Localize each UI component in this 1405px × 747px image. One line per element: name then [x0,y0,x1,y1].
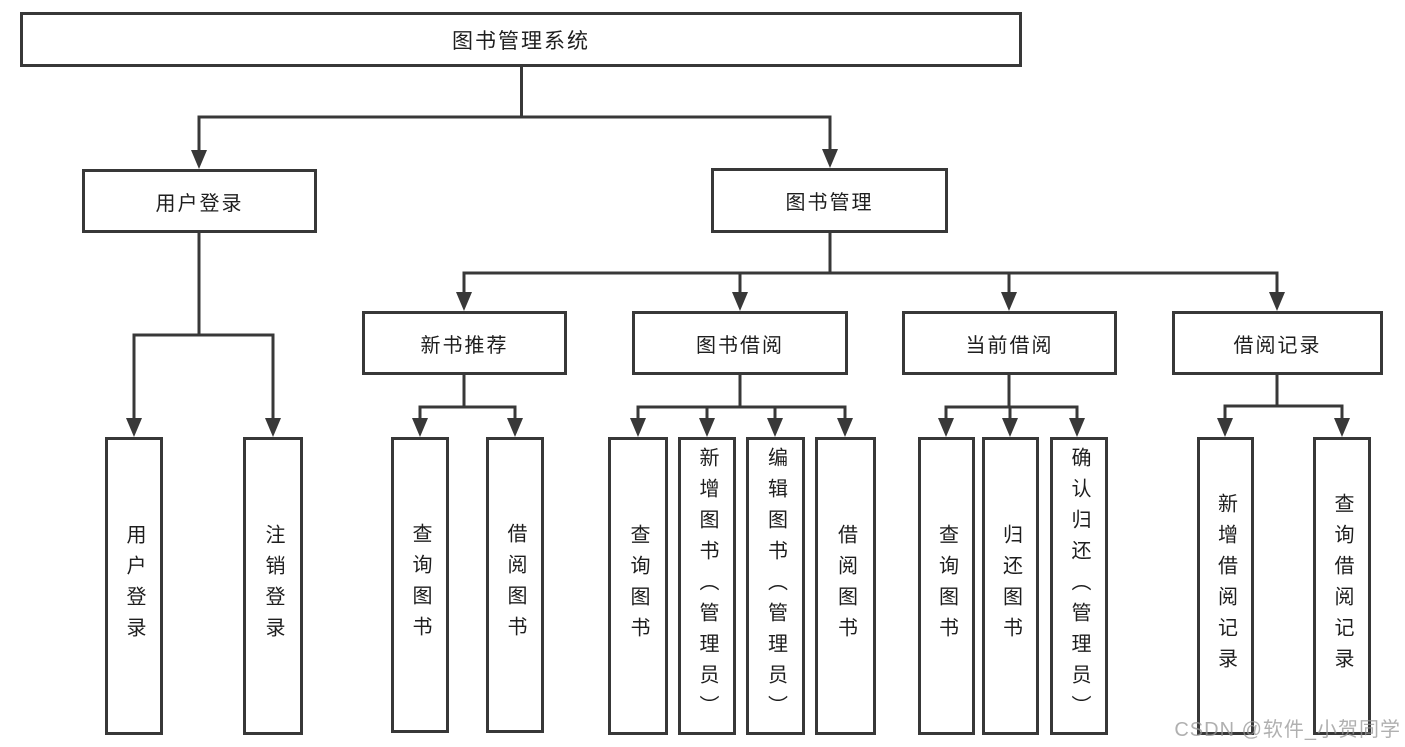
node-new-book-recommend-label: 新书推荐 [420,334,509,357]
leaf-query-books-borrowing: 查询图书 [608,437,668,735]
leaf-query-books-recommend: 查询图书 [391,437,449,733]
leaf-return-books: 归还图书 [982,437,1039,735]
leaf-edit-books-admin: 编辑图书（管理员） [746,437,805,735]
node-book-management: 图书管理 [711,168,948,233]
leaf-borrow-books-borrowing: 借阅图书 [815,437,876,735]
leaf-borrow-books-recommend: 借阅图书 [486,437,544,733]
leaf-confirm-return-admin: 确认归还（管理员） [1050,437,1108,735]
node-new-book-recommend: 新书推荐 [362,311,567,375]
leaf-add-borrow-record: 新增借阅记录 [1197,437,1254,735]
node-borrowing-records-label: 借阅记录 [1233,334,1322,357]
node-book-borrowing: 图书借阅 [632,311,848,375]
leaf-logout: 注销登录 [243,437,303,735]
root-node-system: 图书管理系统 [20,12,1022,67]
node-book-management-label: 图书管理 [785,192,874,214]
leaf-query-books-current: 查询图书 [918,437,975,735]
node-user-login-label: 用户登录 [155,192,244,215]
leaf-add-books-admin: 新增图书（管理员） [678,437,736,735]
node-current-borrowing: 当前借阅 [902,311,1117,375]
node-book-borrowing-label: 图书借阅 [696,334,784,357]
root-node-label: 图书管理系统 [452,29,590,53]
leaf-query-borrow-record: 查询借阅记录 [1313,437,1371,735]
leaf-user-login: 用户登录 [105,437,163,735]
node-user-login: 用户登录 [82,169,317,233]
node-borrowing-records: 借阅记录 [1172,311,1383,375]
node-current-borrowing-label: 当前借阅 [965,334,1054,357]
